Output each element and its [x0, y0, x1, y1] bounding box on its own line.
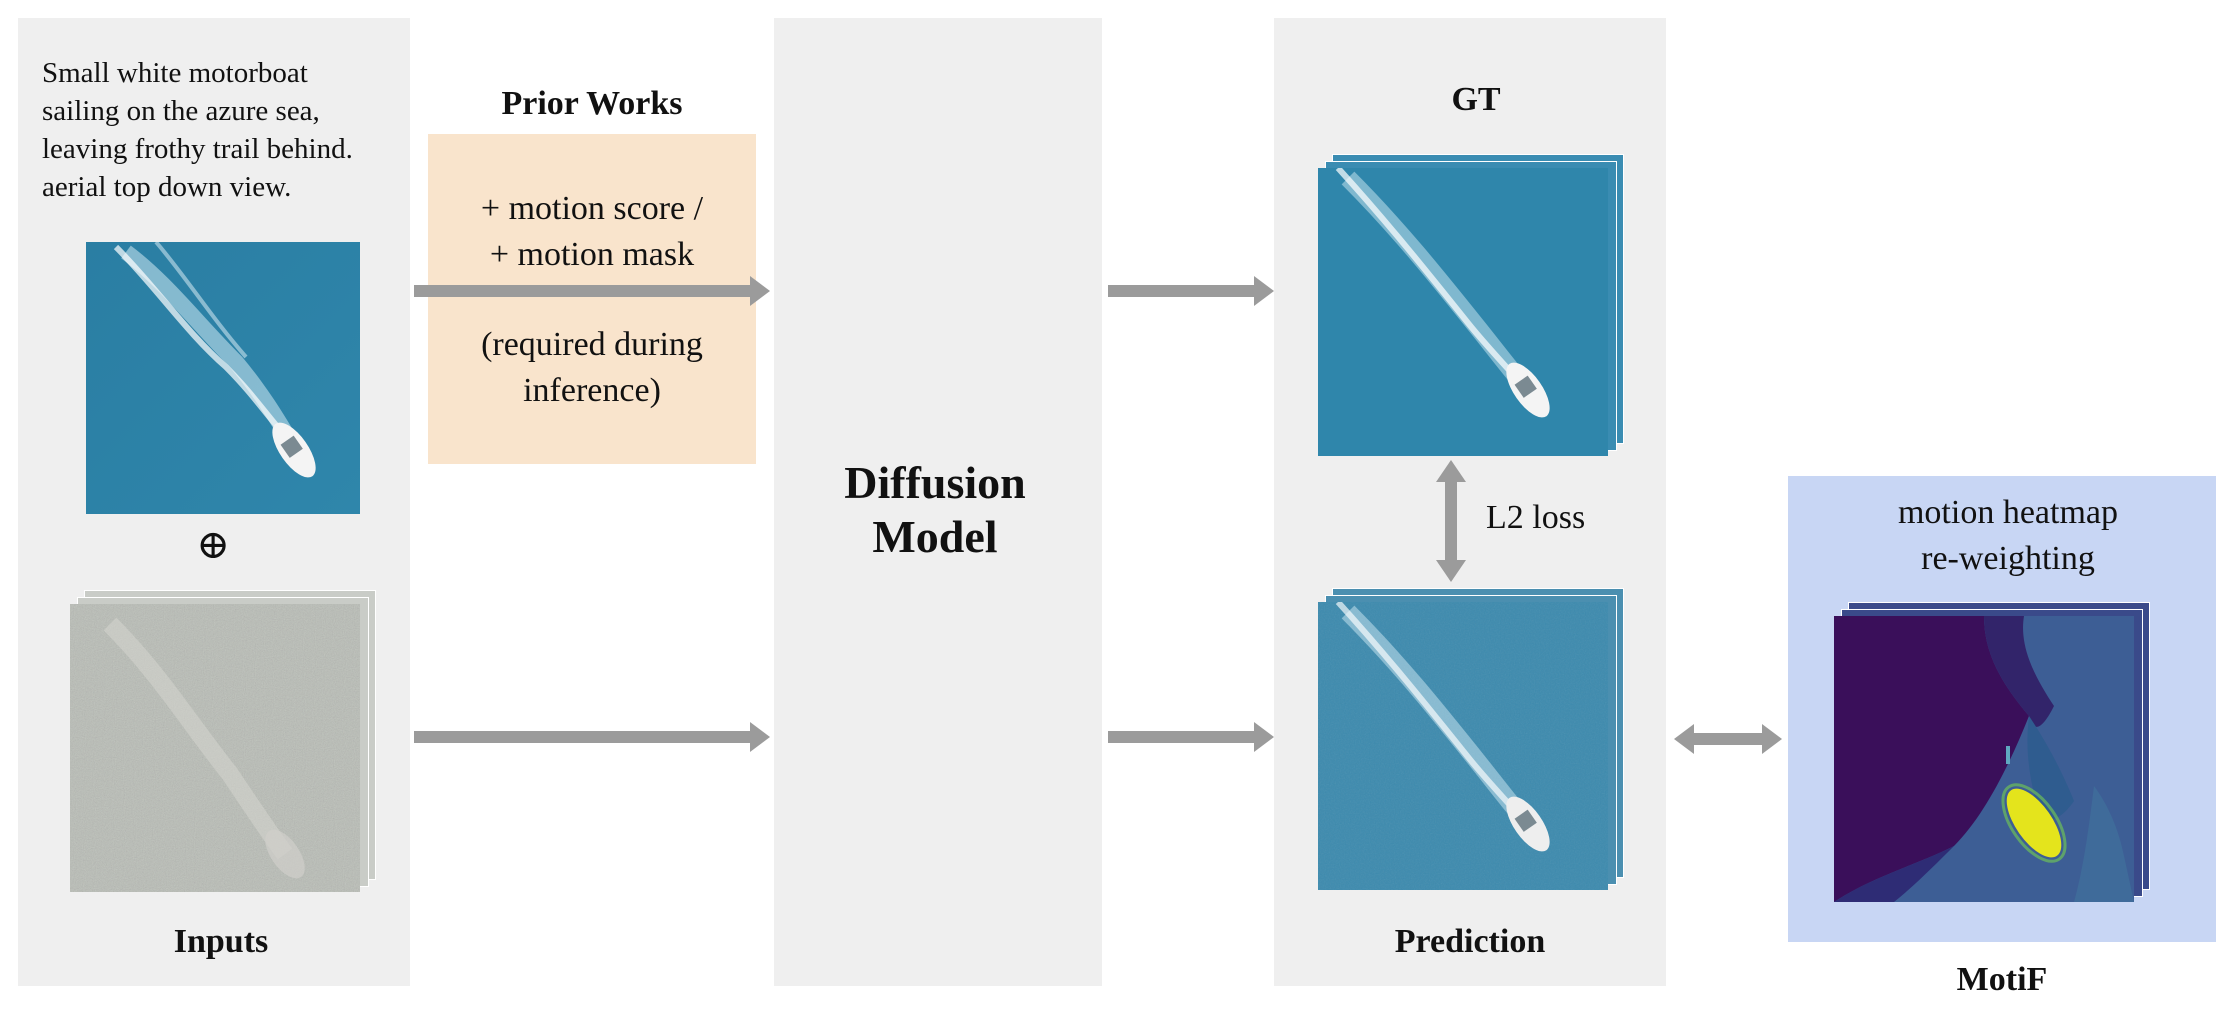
gt-label: GT — [1451, 81, 1501, 118]
prediction-frame-image — [1318, 602, 1608, 890]
diffusion-line-2: Model — [872, 511, 998, 562]
motif-description: motion heatmap re-weighting — [1788, 490, 2228, 582]
prompt-line-1: Small white motorboat — [42, 57, 308, 89]
motif-line-1: motion heatmap — [1897, 494, 2118, 531]
diffusion-model-title: Diffusion Model — [774, 456, 1096, 564]
motif-line-2: re-weighting — [1921, 540, 2095, 577]
motif-label: MotiF — [1956, 961, 2048, 998]
prior-works-line-2: + motion mask — [489, 236, 695, 273]
prior-works-line-4: inference) — [523, 372, 661, 409]
arrow-prediction-motif — [1674, 724, 1782, 754]
noisy-latent-stack — [70, 590, 376, 892]
input-first-frame-image — [86, 242, 360, 514]
prior-works-line-1: + motion score / — [480, 190, 704, 227]
prompt-caption: Small white motorboat sailing on the azu… — [42, 54, 353, 206]
arrow-diffusion-to-prediction — [1108, 722, 1274, 752]
l2-loss-label: L2 loss — [1486, 499, 1586, 536]
prior-works-box — [428, 134, 756, 464]
arrow-l2-loss — [1436, 460, 1466, 582]
prompt-line-4: aerial top down view. — [42, 171, 292, 203]
gt-frame-image — [1318, 168, 1608, 456]
prior-works-title: Prior Works — [501, 85, 683, 122]
diffusion-panel — [774, 18, 1102, 986]
prompt-line-3: leaving frothy trail behind. — [42, 133, 353, 165]
arrow-diffusion-to-gt — [1108, 276, 1274, 306]
heatmap-stack — [1834, 602, 2150, 902]
gt-frame-stack — [1318, 154, 1624, 456]
arrow-condition-to-diffusion — [414, 276, 770, 306]
motion-heatmap-image — [1834, 616, 2134, 902]
prior-works-text: + motion score / + motion mask (required… — [428, 186, 756, 414]
arrow-noise-to-diffusion — [414, 722, 770, 752]
noisy-frame-image — [70, 604, 360, 892]
prediction-frame-stack — [1318, 588, 1624, 890]
inputs-label: Inputs — [173, 923, 269, 960]
concat-symbol: ⊕ — [196, 522, 230, 567]
prior-works-line-3: (required during — [481, 326, 703, 363]
diffusion-line-1: Diffusion — [844, 457, 1026, 508]
prediction-label: Prediction — [1394, 923, 1546, 960]
prompt-line-2: sailing on the azure sea, — [42, 95, 320, 127]
